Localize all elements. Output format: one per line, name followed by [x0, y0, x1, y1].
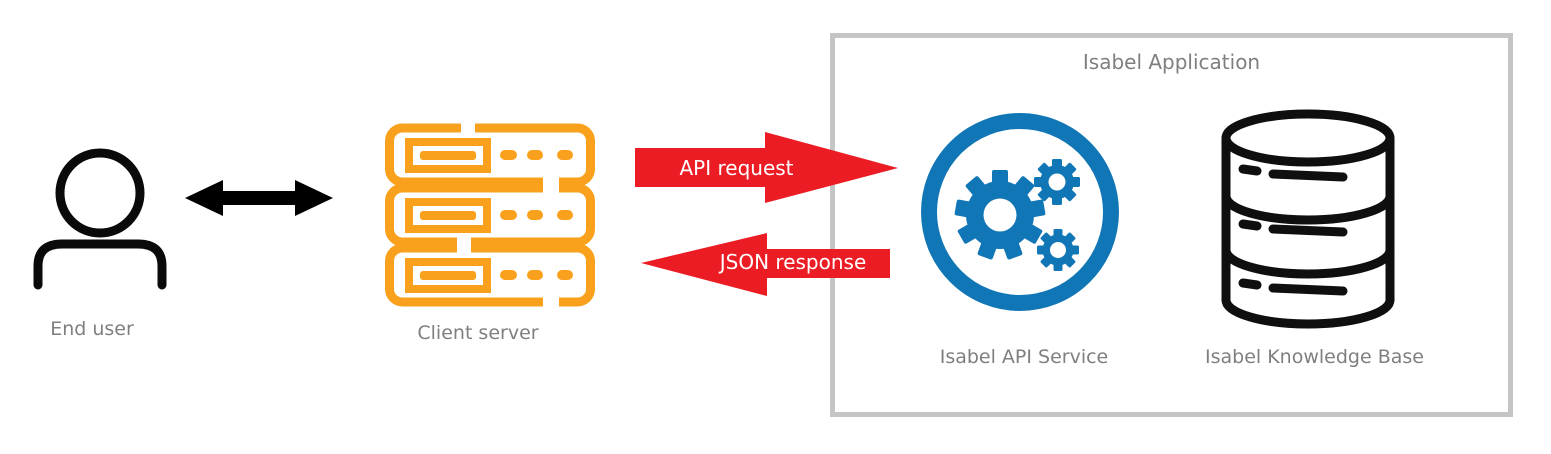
end-user-label: End user: [50, 318, 134, 340]
server-icon: [385, 123, 595, 307]
double-arrow-icon: [185, 178, 333, 218]
gears-icon: [915, 107, 1125, 317]
database-icon: [1216, 108, 1400, 330]
isabel-application-title: Isabel Application: [1082, 50, 1261, 74]
person-icon: [30, 148, 170, 290]
isabel-knowledge-base-label: Isabel Knowledge Base: [1205, 346, 1424, 368]
isabel-application-box: [830, 33, 1513, 417]
client-server-label: Client server: [417, 322, 539, 344]
isabel-api-service-label: Isabel API Service: [939, 346, 1109, 368]
json-response-label: JSON response: [719, 250, 867, 274]
api-request-label: API request: [679, 155, 794, 180]
